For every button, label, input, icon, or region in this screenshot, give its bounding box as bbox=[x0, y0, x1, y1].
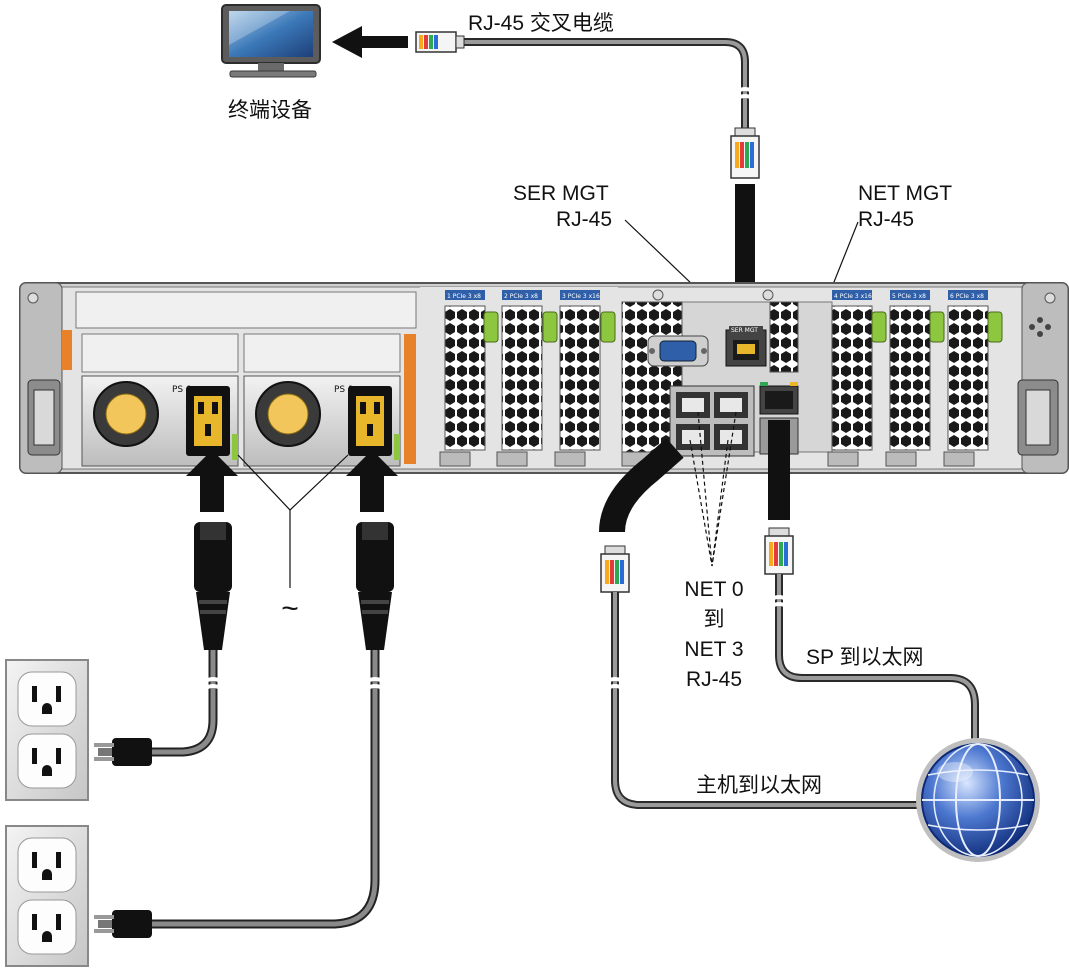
wall-plug-left bbox=[94, 738, 152, 766]
net-mgt-cable-black bbox=[768, 420, 790, 520]
power-arrow-left-icon bbox=[186, 450, 238, 512]
power-cord-right bbox=[150, 650, 380, 929]
power-cord-right-core bbox=[150, 650, 378, 927]
break-mark bbox=[604, 684, 626, 691]
break-mark bbox=[202, 677, 224, 684]
wall-plug-right bbox=[94, 910, 152, 938]
host-to-ethernet-label: 主机到以太网 bbox=[696, 774, 822, 797]
pcie-slot-6-label: 6 PCIe 3 x8 bbox=[950, 293, 984, 300]
rj45-crossover-cable bbox=[462, 38, 756, 130]
net-ports-label-line2: 到 bbox=[704, 608, 725, 631]
rj45-crossover-label: RJ-45 交叉电缆 bbox=[468, 12, 614, 35]
rj45-plug-icon bbox=[415, 31, 465, 53]
server-chassis: PS 0 PS 1 1 PCIe 3 x8 2 PCIe 3 x8 3 PCIe… bbox=[19, 282, 1069, 474]
psu0-label: PS 0 bbox=[172, 385, 192, 395]
sp-cable-core bbox=[777, 574, 977, 740]
pcie-slot-2-label: 2 PCIe 3 x8 bbox=[504, 293, 538, 300]
net-ports-label-line3: NET 3 bbox=[684, 638, 743, 661]
break-mark bbox=[604, 677, 626, 684]
host-cable-black bbox=[599, 438, 684, 533]
ser-mgt-label-line1: SER MGT bbox=[513, 182, 609, 205]
rj45-plug-icon bbox=[600, 545, 630, 593]
break-mark bbox=[768, 595, 790, 602]
pcie-slot-3-label: 3 PCIe 3 x16 bbox=[562, 293, 600, 300]
ser-mgt-port-label: SER MGT bbox=[731, 327, 758, 334]
host-cable-core bbox=[613, 592, 918, 807]
terminal-device-icon bbox=[221, 4, 321, 78]
net-ports-label-line1: NET 0 bbox=[684, 578, 743, 601]
power-arrow-right-icon bbox=[346, 450, 398, 512]
psu1-label: PS 1 bbox=[334, 385, 354, 395]
power-cord-left-core bbox=[150, 650, 216, 755]
break-mark bbox=[768, 602, 790, 609]
wall-outlet-top-icon bbox=[5, 659, 89, 801]
net-mgt-label-line2: RJ-45 bbox=[858, 208, 914, 231]
power-cord-left bbox=[150, 650, 218, 757]
power-plug-left bbox=[194, 522, 232, 650]
break-mark bbox=[202, 684, 224, 691]
pcie-slot-4-label: 4 PCIe 3 x16 bbox=[834, 293, 872, 300]
break-mark bbox=[364, 684, 386, 691]
pcie-slot-1-label: 1 PCIe 3 x8 bbox=[447, 293, 481, 300]
wall-outlet-bottom-icon bbox=[5, 825, 89, 967]
ethernet-network-globe-icon bbox=[916, 738, 1040, 862]
net-ports-label-line4: RJ-45 bbox=[686, 668, 742, 691]
ser-mgt-label-line2: RJ-45 bbox=[556, 208, 612, 231]
rj45-plug-icon bbox=[730, 127, 760, 179]
ac-symbol: ~ bbox=[281, 592, 299, 625]
pcie-slot-5-label: 5 PCIe 3 x8 bbox=[892, 293, 926, 300]
net-mgt-label-line1: NET MGT bbox=[858, 182, 952, 205]
terminal-device-label: 终端设备 bbox=[228, 99, 312, 122]
power-plug-right bbox=[356, 522, 394, 650]
break-mark bbox=[364, 677, 386, 684]
sp-to-ethernet-label: SP 到以太网 bbox=[806, 646, 923, 669]
rj45-plug-icon bbox=[764, 527, 794, 575]
net-ports-leader-lines bbox=[689, 411, 737, 567]
arrow-left-icon bbox=[332, 26, 408, 58]
